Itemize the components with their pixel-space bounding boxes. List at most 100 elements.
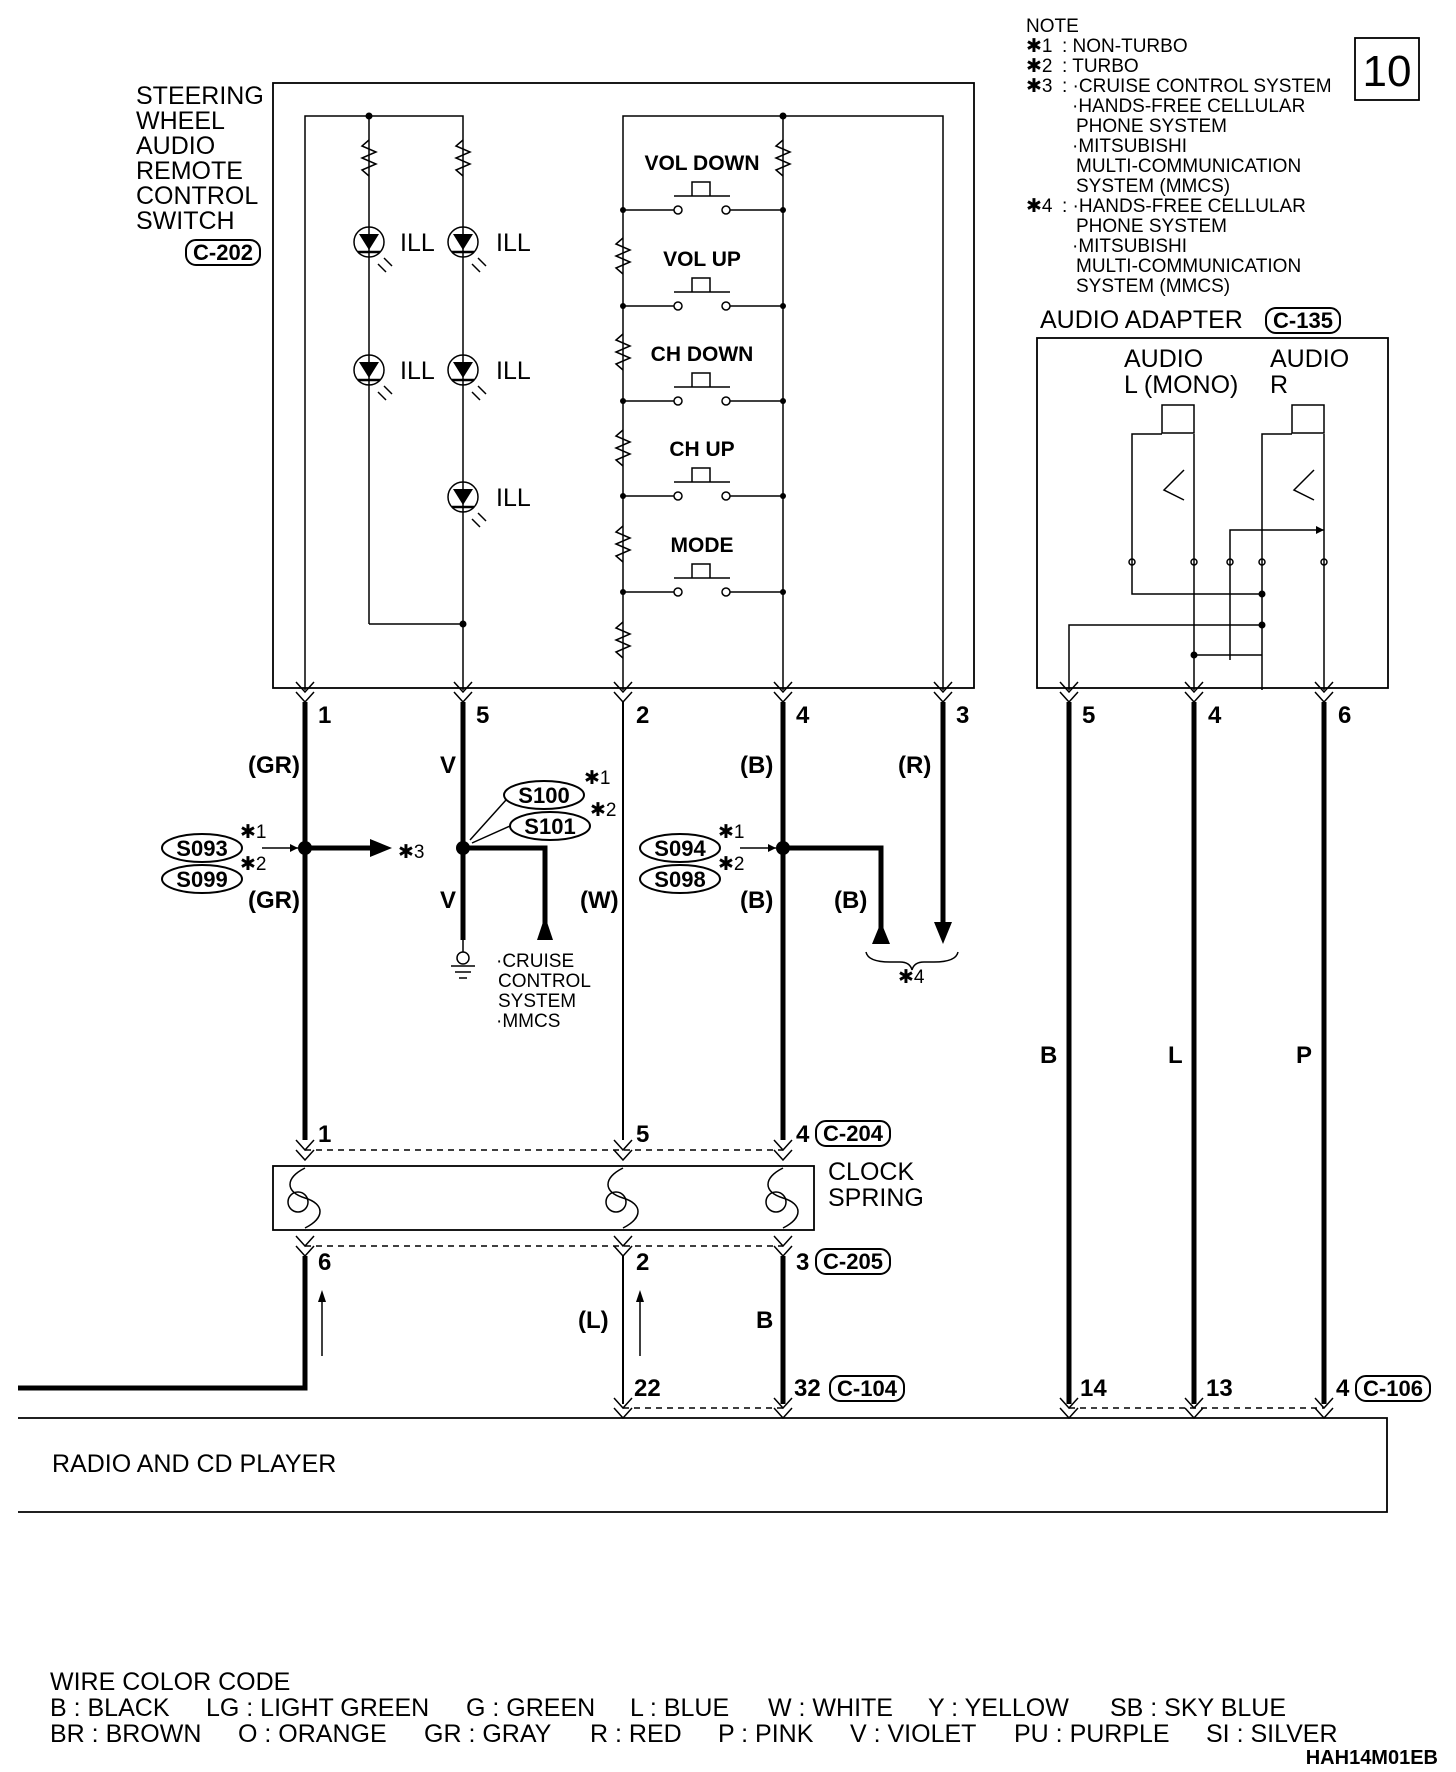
switch-ch-up	[620, 467, 786, 501]
note-mark-2: ✱2	[1026, 56, 1053, 77]
wire-color-below-l: (L)	[578, 1307, 609, 1334]
harness-wires	[298, 702, 959, 1140]
ground-note-1: ·CRUISE	[496, 951, 574, 972]
note-text-8: SYSTEM (MMCS)	[1076, 176, 1230, 197]
splice-s093: S093	[176, 836, 227, 861]
switch-title-line-1: STEERING	[136, 82, 264, 110]
legend-title: WIRE COLOR CODE	[50, 1668, 290, 1696]
c204-pin-4: 4	[796, 1121, 810, 1148]
audio-adapter-internals	[1059, 404, 1334, 704]
ill-label-2: ILL	[496, 229, 531, 257]
c205-pin-6: 6	[318, 1249, 331, 1276]
legend-br: BR : BROWN	[50, 1720, 201, 1748]
wire-color-pin3: (R)	[898, 752, 931, 779]
connector-badge-c104	[829, 1375, 905, 1402]
splice-s099: S099	[176, 867, 227, 892]
note-text-4: ·HANDS-FREE CELLULAR	[1072, 96, 1305, 117]
wire-color-pin4-upper: (B)	[740, 752, 773, 779]
ill-label-1: ILL	[400, 229, 435, 257]
legend-sb: SB : SKY BLUE	[1110, 1694, 1286, 1722]
switch-pin-2: 2	[636, 702, 649, 729]
switch-title-line-2: WHEEL	[136, 107, 225, 135]
mark-s094: ✱1	[718, 822, 745, 843]
c204-pin-5: 5	[636, 1121, 649, 1148]
mark-4-brace: ✱4	[898, 967, 925, 988]
splice-s094: S094	[654, 836, 706, 861]
wire-color-adapter-4: L	[1168, 1042, 1183, 1069]
jack-left-label-2: L (MONO)	[1124, 371, 1238, 399]
wire-color-pin5-upper: V	[440, 752, 456, 779]
connector-badge-c205	[815, 1248, 891, 1275]
ill-led-5	[447, 481, 487, 528]
clock-spring-label-2: SPRING	[828, 1184, 924, 1212]
switch-label-vol-up: VOL UP	[663, 248, 741, 271]
splice-badge-s099	[161, 864, 243, 894]
note-mark-3: ✱3	[1026, 76, 1053, 97]
c104-pin-22: 22	[634, 1375, 661, 1402]
switch-title-line-4: REMOTE	[136, 157, 243, 185]
switch-ladder	[614, 112, 944, 690]
c106-pin-13: 13	[1206, 1375, 1233, 1402]
switch-title-line-5: CONTROL	[136, 182, 258, 210]
note-text-5: PHONE SYSTEM	[1076, 116, 1227, 137]
mark-s098: ✱2	[718, 854, 745, 875]
ill-circuit	[304, 112, 472, 690]
ground-note-3: SYSTEM	[498, 991, 576, 1012]
radio-box	[18, 1417, 1388, 1513]
splice-s098: S098	[654, 867, 705, 892]
switch-label-ch-up: CH UP	[669, 438, 734, 461]
note-text-9: : ·HANDS-FREE CELLULAR	[1062, 196, 1306, 217]
wire-color-pin5-lower: V	[440, 887, 456, 914]
ill-led-2	[447, 226, 487, 273]
legend-o: O : ORANGE	[238, 1720, 387, 1748]
legend-l: L : BLUE	[630, 1694, 729, 1722]
wire-color-below-b: B	[756, 1307, 773, 1334]
connector-c202: C-202	[193, 240, 253, 265]
clock-spring	[272, 1139, 815, 1258]
splice-s100: S100	[518, 783, 569, 808]
page-number-box: 10	[1354, 37, 1420, 101]
jack-right-label-1: AUDIO	[1270, 345, 1349, 373]
wire-color-pin2: (W)	[580, 887, 619, 914]
ground-note-4: ·MMCS	[496, 1011, 560, 1032]
steering-switch-title: STEERING WHEEL AUDIO REMOTE CONTROL SWIT…	[136, 82, 264, 266]
legend-pu: PU : PURPLE	[1014, 1720, 1170, 1748]
audio-adapter-box	[1036, 337, 1389, 689]
c204-pin-1: 1	[318, 1121, 331, 1148]
note-text-10: PHONE SYSTEM	[1076, 216, 1227, 237]
wire-color-pin1-upper: (GR)	[248, 752, 300, 779]
legend-si: SI : SILVER	[1206, 1720, 1338, 1748]
connector-badge-c204	[815, 1120, 891, 1147]
audio-adapter-title: AUDIO ADAPTER C-135	[1040, 306, 1341, 334]
mark-s101: ✱2	[590, 800, 617, 821]
c106-pin-4: 4	[1336, 1375, 1350, 1402]
c106-pin-14: 14	[1080, 1375, 1107, 1402]
splice-labels: S093 S099 ✱1 ✱2 ✱3 S100 S101 ✱1 ✱2 S094 …	[161, 768, 925, 988]
notes-title: NOTE	[1026, 16, 1079, 37]
legend-g: G : GREEN	[466, 1694, 595, 1722]
c205-pin-2: 2	[636, 1249, 649, 1276]
note-text-1: : NON-TURBO	[1062, 36, 1188, 57]
connector-c135: C-135	[1273, 308, 1333, 333]
legend-r: R : RED	[590, 1720, 682, 1748]
connector-c106: C-106	[1363, 1376, 1423, 1401]
clock-spring-label-1: CLOCK	[828, 1158, 914, 1186]
lower-harness	[18, 1256, 793, 1420]
mark-s093: ✱1	[240, 822, 267, 843]
switch-ch-down	[620, 372, 786, 406]
wire-color-legend: WIRE COLOR CODE B : BLACK LG : LIGHT GRE…	[50, 1668, 1338, 1748]
splice-badge-s098	[639, 864, 721, 894]
connector-c205: C-205	[823, 1249, 883, 1274]
switch-vol-down	[620, 181, 786, 215]
ill-led-4	[447, 354, 487, 401]
legend-gr: GR : GRAY	[424, 1720, 552, 1748]
adapter-pin-5: 5	[1082, 702, 1095, 729]
switch-vol-up	[620, 277, 786, 311]
switch-terminals	[295, 681, 953, 704]
splice-badge-s094	[639, 833, 721, 863]
page-number: 10	[1363, 47, 1412, 96]
mark-s100: ✱1	[584, 768, 611, 789]
switch-mode	[620, 563, 786, 597]
connector-badge-c202	[185, 239, 261, 266]
switch-title-line-3: AUDIO	[136, 132, 215, 160]
